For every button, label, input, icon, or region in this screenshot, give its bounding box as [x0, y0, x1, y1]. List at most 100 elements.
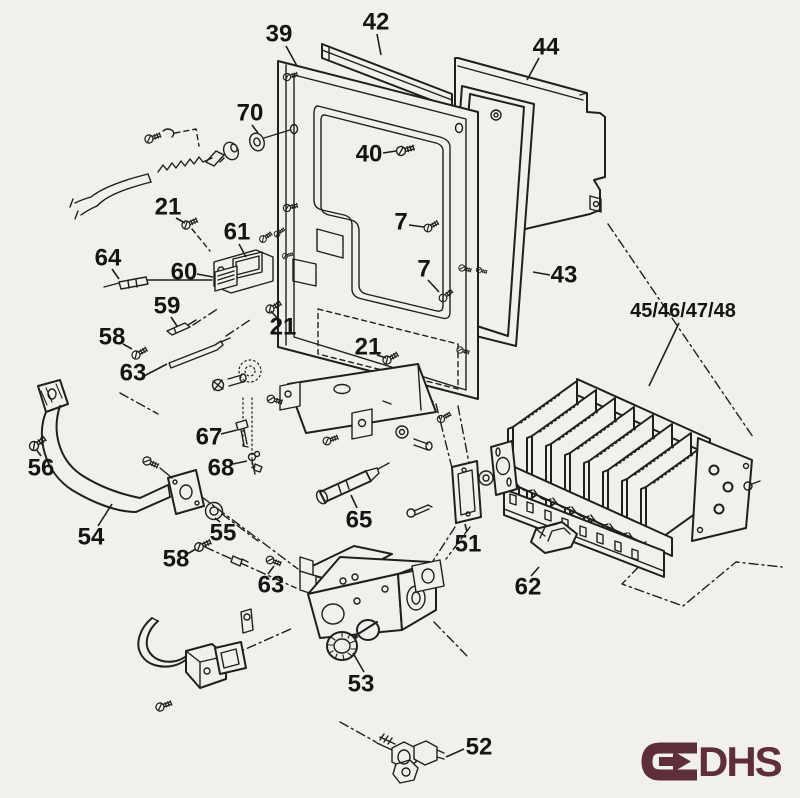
part-label: 44 [533, 34, 560, 61]
door-panel-39 [277, 60, 488, 400]
part-label: 62 [515, 574, 542, 601]
lower-thermocouple-parts [192, 537, 249, 567]
logo-arrow-icon [659, 751, 691, 772]
part-label: 60 [171, 259, 198, 286]
diagram-line-art [26, 43, 783, 784]
leader-line [232, 460, 248, 465]
part-label: 40 [356, 141, 383, 168]
leader-line [526, 57, 540, 81]
logo-arrow-c-icon [641, 742, 697, 781]
leader-line [445, 748, 465, 758]
part-label: 59 [154, 293, 181, 320]
valve-stem-parts [211, 359, 263, 475]
part-label: 56 [28, 455, 55, 482]
manifold-plate [490, 440, 518, 496]
part-label: 67 [196, 424, 223, 451]
igniter-65 [315, 462, 390, 505]
leader-line [352, 652, 365, 673]
leader-line [270, 310, 278, 319]
leader-line [143, 363, 168, 377]
leader-line [427, 279, 440, 293]
leader-line [530, 566, 540, 577]
part-label: 42 [363, 9, 390, 36]
mounting-bracket [263, 298, 437, 447]
part-label: 65 [346, 507, 373, 534]
leader-line [648, 322, 680, 387]
part-label: 39 [266, 21, 293, 48]
gas-supply-tube [26, 379, 224, 521]
cable-connector-assembly [137, 617, 247, 714]
part-label: 21 [270, 314, 297, 341]
leader-line [111, 268, 120, 280]
leader-line [382, 150, 397, 154]
interlock-part [240, 608, 254, 634]
panel-cutout [292, 258, 317, 287]
part-label: 52 [466, 734, 493, 761]
part-label: 55 [210, 520, 237, 547]
leader-line [196, 273, 214, 278]
leader-line [285, 45, 298, 67]
tube-63 [168, 340, 224, 369]
connector-gasket [214, 641, 247, 675]
logo-text: DHS [698, 738, 782, 785]
part-label: 43 [551, 262, 578, 289]
pin-67 [235, 419, 249, 431]
leader-line [35, 448, 42, 457]
burner-fins [507, 380, 711, 552]
burner-side-plate [691, 437, 761, 542]
part-label: 45/46/47/48 [630, 300, 736, 322]
control-plate-assembly [179, 215, 287, 294]
valve-knob [326, 619, 380, 661]
leader-line [214, 517, 221, 523]
leader-line [532, 271, 551, 276]
part-label: 21 [155, 194, 182, 221]
leader-line [170, 316, 178, 327]
gas-valve-53 [240, 545, 445, 661]
part-label: 51 [455, 531, 482, 558]
washer-55 [204, 501, 224, 521]
dhs-logo: DHS [641, 738, 784, 785]
jet-63 [230, 555, 243, 567]
part-label: 68 [208, 455, 235, 482]
pilot-small-parts [103, 276, 231, 369]
screw-hole [454, 122, 464, 134]
part-label: 7 [394, 209, 407, 236]
part-label: 54 [78, 524, 105, 551]
part-label: 7 [417, 256, 430, 283]
part-label: 63 [258, 572, 285, 599]
part-label: 58 [163, 546, 190, 573]
leader-line [376, 33, 382, 56]
heat-exchanger-assembly [503, 378, 761, 578]
pilot-assembly [69, 128, 291, 220]
part-label: 63 [120, 360, 147, 387]
leader-line [238, 243, 247, 258]
part-label: 21 [355, 334, 382, 361]
thermocouple-59 [166, 322, 191, 336]
part-label: 64 [95, 245, 122, 272]
leader-line [175, 217, 186, 224]
leader-line [376, 354, 387, 359]
grommet-70 [249, 132, 265, 152]
part-label: 70 [237, 100, 264, 127]
leader-line [122, 343, 133, 350]
leader-line [267, 565, 275, 575]
pilot-hole [289, 123, 299, 135]
part-labels: 39 42 44 70 40 21 61 7 64 60 7 43 59 45/46/47/48 58 21 2… [28, 9, 736, 761]
panel-cutout [316, 228, 344, 259]
leader-line [97, 503, 113, 527]
leader-line [220, 429, 238, 435]
leader-line [251, 124, 259, 134]
glass-frame-42 [321, 43, 453, 109]
leader-line [408, 224, 425, 228]
bracket-62 [530, 521, 578, 554]
leader-line [186, 548, 197, 555]
leader-line [464, 523, 468, 533]
part-label: 61 [224, 219, 251, 246]
part-label: 58 [99, 324, 126, 351]
part-label: 53 [348, 671, 375, 698]
fitting-52 [376, 733, 445, 784]
burner-inlet-gaskets [395, 409, 518, 524]
leader-line [350, 494, 358, 509]
